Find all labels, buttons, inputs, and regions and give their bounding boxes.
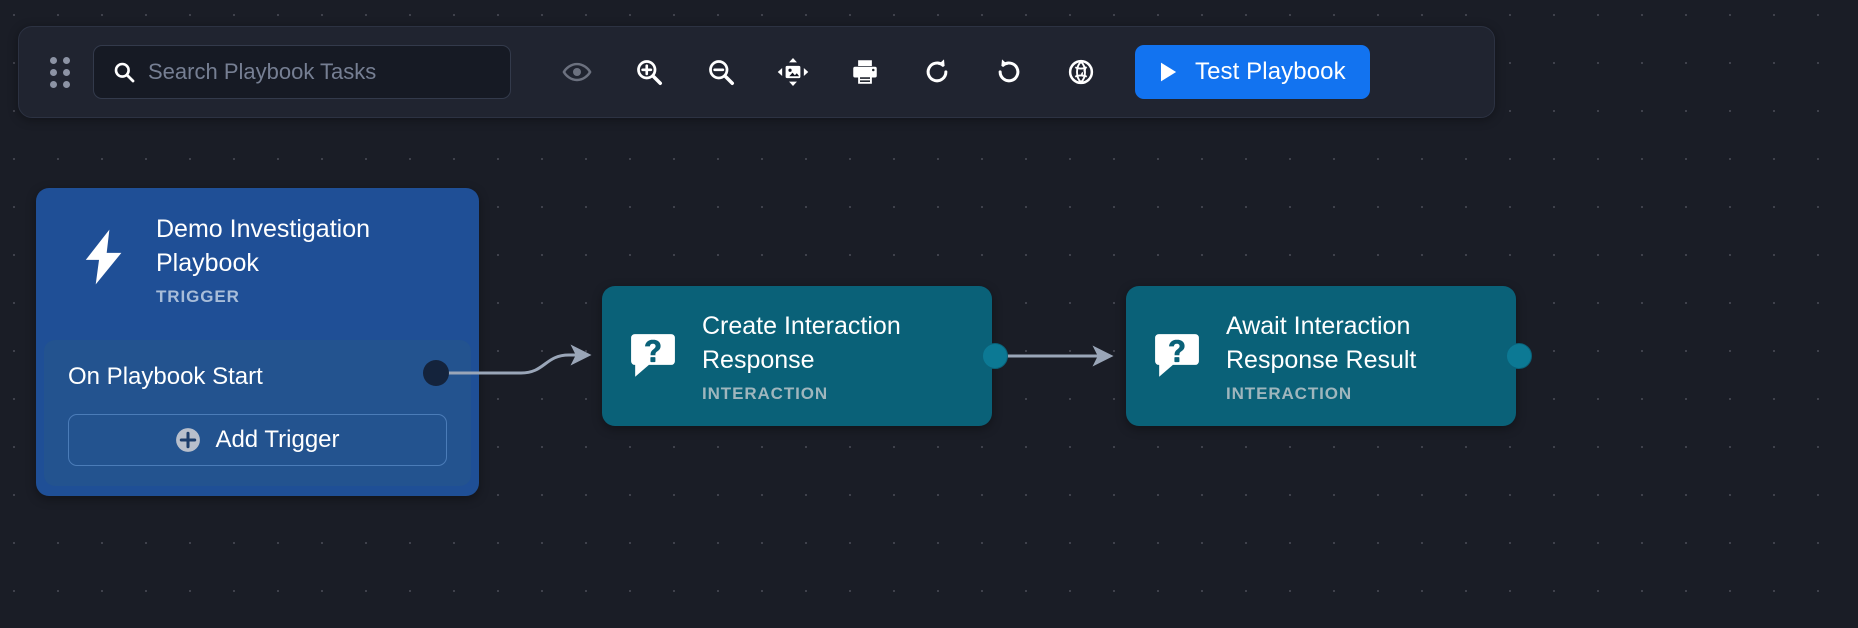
eye-icon — [562, 62, 592, 82]
toggle-visibility-button[interactable] — [541, 44, 613, 100]
node-header: Demo Investigation Playbook TRIGGER — [36, 188, 479, 340]
question-bubble-icon — [1155, 334, 1199, 377]
search-playbook-tasks-field[interactable] — [93, 45, 511, 99]
globe-button[interactable] — [1045, 44, 1117, 100]
zoom-in-icon — [637, 60, 662, 85]
add-trigger-label: Add Trigger — [215, 426, 340, 453]
zoom-out-icon — [709, 60, 734, 85]
output-port-create-interaction-response[interactable] — [982, 343, 1008, 369]
drag-dot — [63, 68, 70, 76]
add-trigger-button[interactable]: Add Trigger — [68, 414, 447, 466]
node-text: Await Interaction Response Result INTERA… — [1226, 309, 1500, 404]
plus-circle-icon — [176, 428, 201, 452]
undo-icon — [998, 59, 1020, 83]
test-playbook-button[interactable]: Test Playbook — [1135, 45, 1370, 99]
question-bubble-icon — [631, 334, 675, 377]
node-kind-label: INTERACTION — [702, 383, 829, 403]
trigger-panel: On Playbook Start Add Trigger — [44, 340, 471, 486]
output-port-trigger[interactable] — [423, 360, 449, 386]
drag-dot — [50, 80, 57, 88]
node-kind-label: TRIGGER — [156, 287, 240, 306]
node-title: Await Interaction Response Result — [1226, 311, 1417, 374]
playbook-toolbar: Test Playbook — [18, 26, 1495, 118]
node-title: Create Interaction Response — [702, 311, 901, 374]
fit-to-screen-button[interactable] — [757, 44, 829, 100]
toolbar-actions: Test Playbook — [541, 44, 1370, 100]
node-icon-wrap — [628, 330, 678, 382]
trigger-panel-title: On Playbook Start — [68, 363, 263, 390]
undo-button[interactable] — [973, 44, 1045, 100]
node-demo-investigation-playbook[interactable]: Demo Investigation Playbook TRIGGER On P… — [36, 188, 479, 496]
output-port-await-interaction-response-result[interactable] — [1506, 343, 1532, 369]
drag-handle-icon[interactable] — [49, 56, 71, 88]
drag-dot — [50, 56, 57, 64]
node-icon-wrap — [1152, 330, 1202, 382]
node-text: Demo Investigation Playbook TRIGGER — [156, 212, 416, 307]
redo-icon — [926, 59, 948, 83]
search-input[interactable] — [148, 46, 478, 98]
node-icon-wrap — [76, 212, 132, 286]
node-create-interaction-response[interactable]: Create Interaction Response INTERACTION — [602, 286, 992, 426]
node-text: Create Interaction Response INTERACTION — [702, 309, 976, 404]
globe-icon — [1068, 59, 1094, 85]
node-kind-label: INTERACTION — [1226, 383, 1353, 403]
print-icon — [853, 60, 877, 84]
search-icon — [114, 62, 135, 83]
redo-button[interactable] — [901, 44, 973, 100]
lightning-bolt-icon — [85, 229, 122, 285]
play-icon — [1160, 62, 1177, 82]
zoom-out-button[interactable] — [685, 44, 757, 100]
node-title: Demo Investigation Playbook — [156, 215, 371, 277]
fit-screen-icon — [777, 57, 809, 87]
node-await-interaction-response-result[interactable]: Await Interaction Response Result INTERA… — [1126, 286, 1516, 426]
drag-dot — [63, 80, 70, 88]
zoom-in-button[interactable] — [613, 44, 685, 100]
test-playbook-label: Test Playbook — [1195, 58, 1346, 85]
print-button[interactable] — [829, 44, 901, 100]
drag-dot — [63, 56, 70, 64]
drag-dot — [50, 68, 57, 76]
